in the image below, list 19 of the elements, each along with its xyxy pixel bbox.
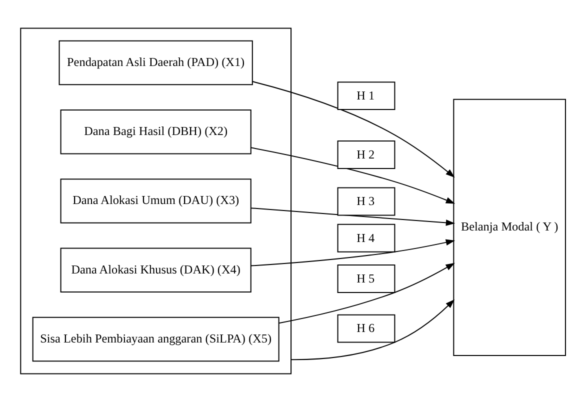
node-box: Sisa Lebih Pembiayaan anggaran (SiLPA) (X5) [32,316,280,362]
edge-label: H 1 [356,88,375,102]
arrow [250,239,456,266]
arrow [278,262,455,324]
edge-label: H 6 [356,321,375,336]
node-box: Dana Alokasi Umum (DAU) (X3) [60,178,252,224]
node-box: Dana Bagi Hasil (DBH) (X2) [60,110,252,154]
edge-label: H 4 [356,230,375,245]
edge-label: H 2 [356,147,375,162]
arrow [252,81,455,178]
cluster [20,28,292,374]
node-box: Belanja Modal ( Y ) [453,98,566,356]
arrow [250,147,456,204]
node-box: Dana Alokasi Khusus (DAK) (X4) [60,248,252,292]
edge-label: H 5 [356,271,375,286]
arrow [291,299,455,360]
node-box: Pendapatan Asli Daerah (PAD) (X1) [58,40,253,86]
arrow [251,208,456,226]
edge-label: H 3 [356,194,375,208]
